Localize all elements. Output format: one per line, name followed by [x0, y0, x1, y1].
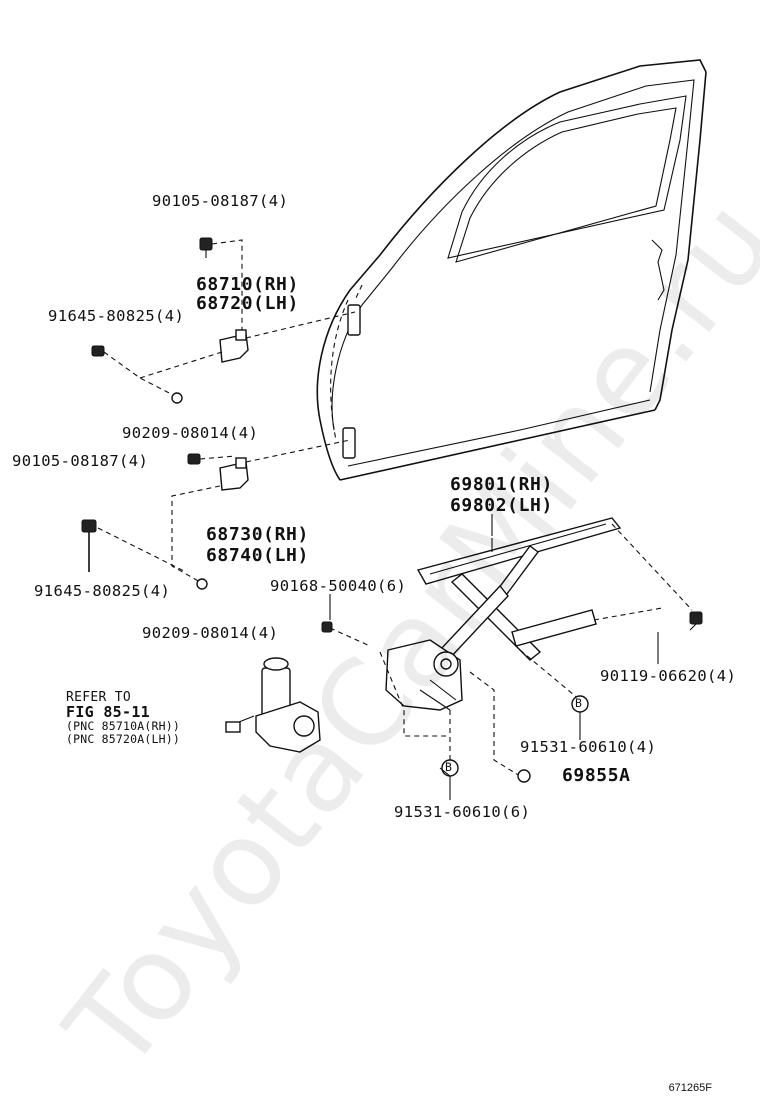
label-bolt-upper-body: 91645-80825(4) — [48, 307, 185, 325]
label-bolt-rear: 90119-06620(4) — [600, 667, 737, 685]
reference-line-4: (PNC 85720A(LH)) — [66, 732, 180, 746]
label-bolt-lower-body: 91645-80825(4) — [34, 582, 171, 600]
label-nut-lower: 90209-08014(4) — [142, 624, 279, 642]
reference-line-2: FIG 85-11 — [66, 703, 150, 721]
window-motor — [225, 657, 321, 753]
label-grommet: 69855A — [562, 765, 631, 786]
label-hinge-upper-rh: 68710(RH) — [196, 274, 299, 295]
upper-hinge-group — [91, 237, 356, 404]
label-hinge-lower-lh: 68740(LH) — [206, 545, 309, 566]
label-regulator-rh: 69801(RH) — [450, 474, 553, 495]
reference-line-3: (PNC 85710A(RH)) — [66, 719, 180, 733]
window-regulator — [321, 517, 703, 783]
marker-b-bottom: B — [445, 760, 453, 774]
label-bolt-lower-hinge: 90105-08187(4) — [12, 452, 149, 470]
label-bolt-regulator: 90168-50040(6) — [270, 577, 407, 595]
marker-b-right: B — [575, 696, 583, 710]
label-hinge-lower-rh: 68730(RH) — [206, 524, 309, 545]
reference-line-1: REFER TO — [66, 690, 132, 705]
label-bolt-upper-hinge: 90105-08187(4) — [152, 192, 289, 210]
reference-note: REFER TO FIG 85-11 (PNC 85710A(RH)) (PNC… — [66, 690, 236, 746]
figure-code: 671265F — [668, 1082, 712, 1094]
label-bolt-b-bottom: 91531-60610(6) — [394, 803, 531, 821]
lower-hinge-group — [81, 439, 351, 590]
label-hinge-upper-lh: 68720(LH) — [196, 293, 299, 314]
door-outline — [316, 59, 707, 481]
label-nut-upper: 90209-08014(4) — [122, 424, 259, 442]
label-bolt-b-right: 91531-60610(4) — [520, 738, 657, 756]
label-regulator-lh: 69802(LH) — [450, 495, 553, 516]
leader-lines — [329, 514, 659, 800]
